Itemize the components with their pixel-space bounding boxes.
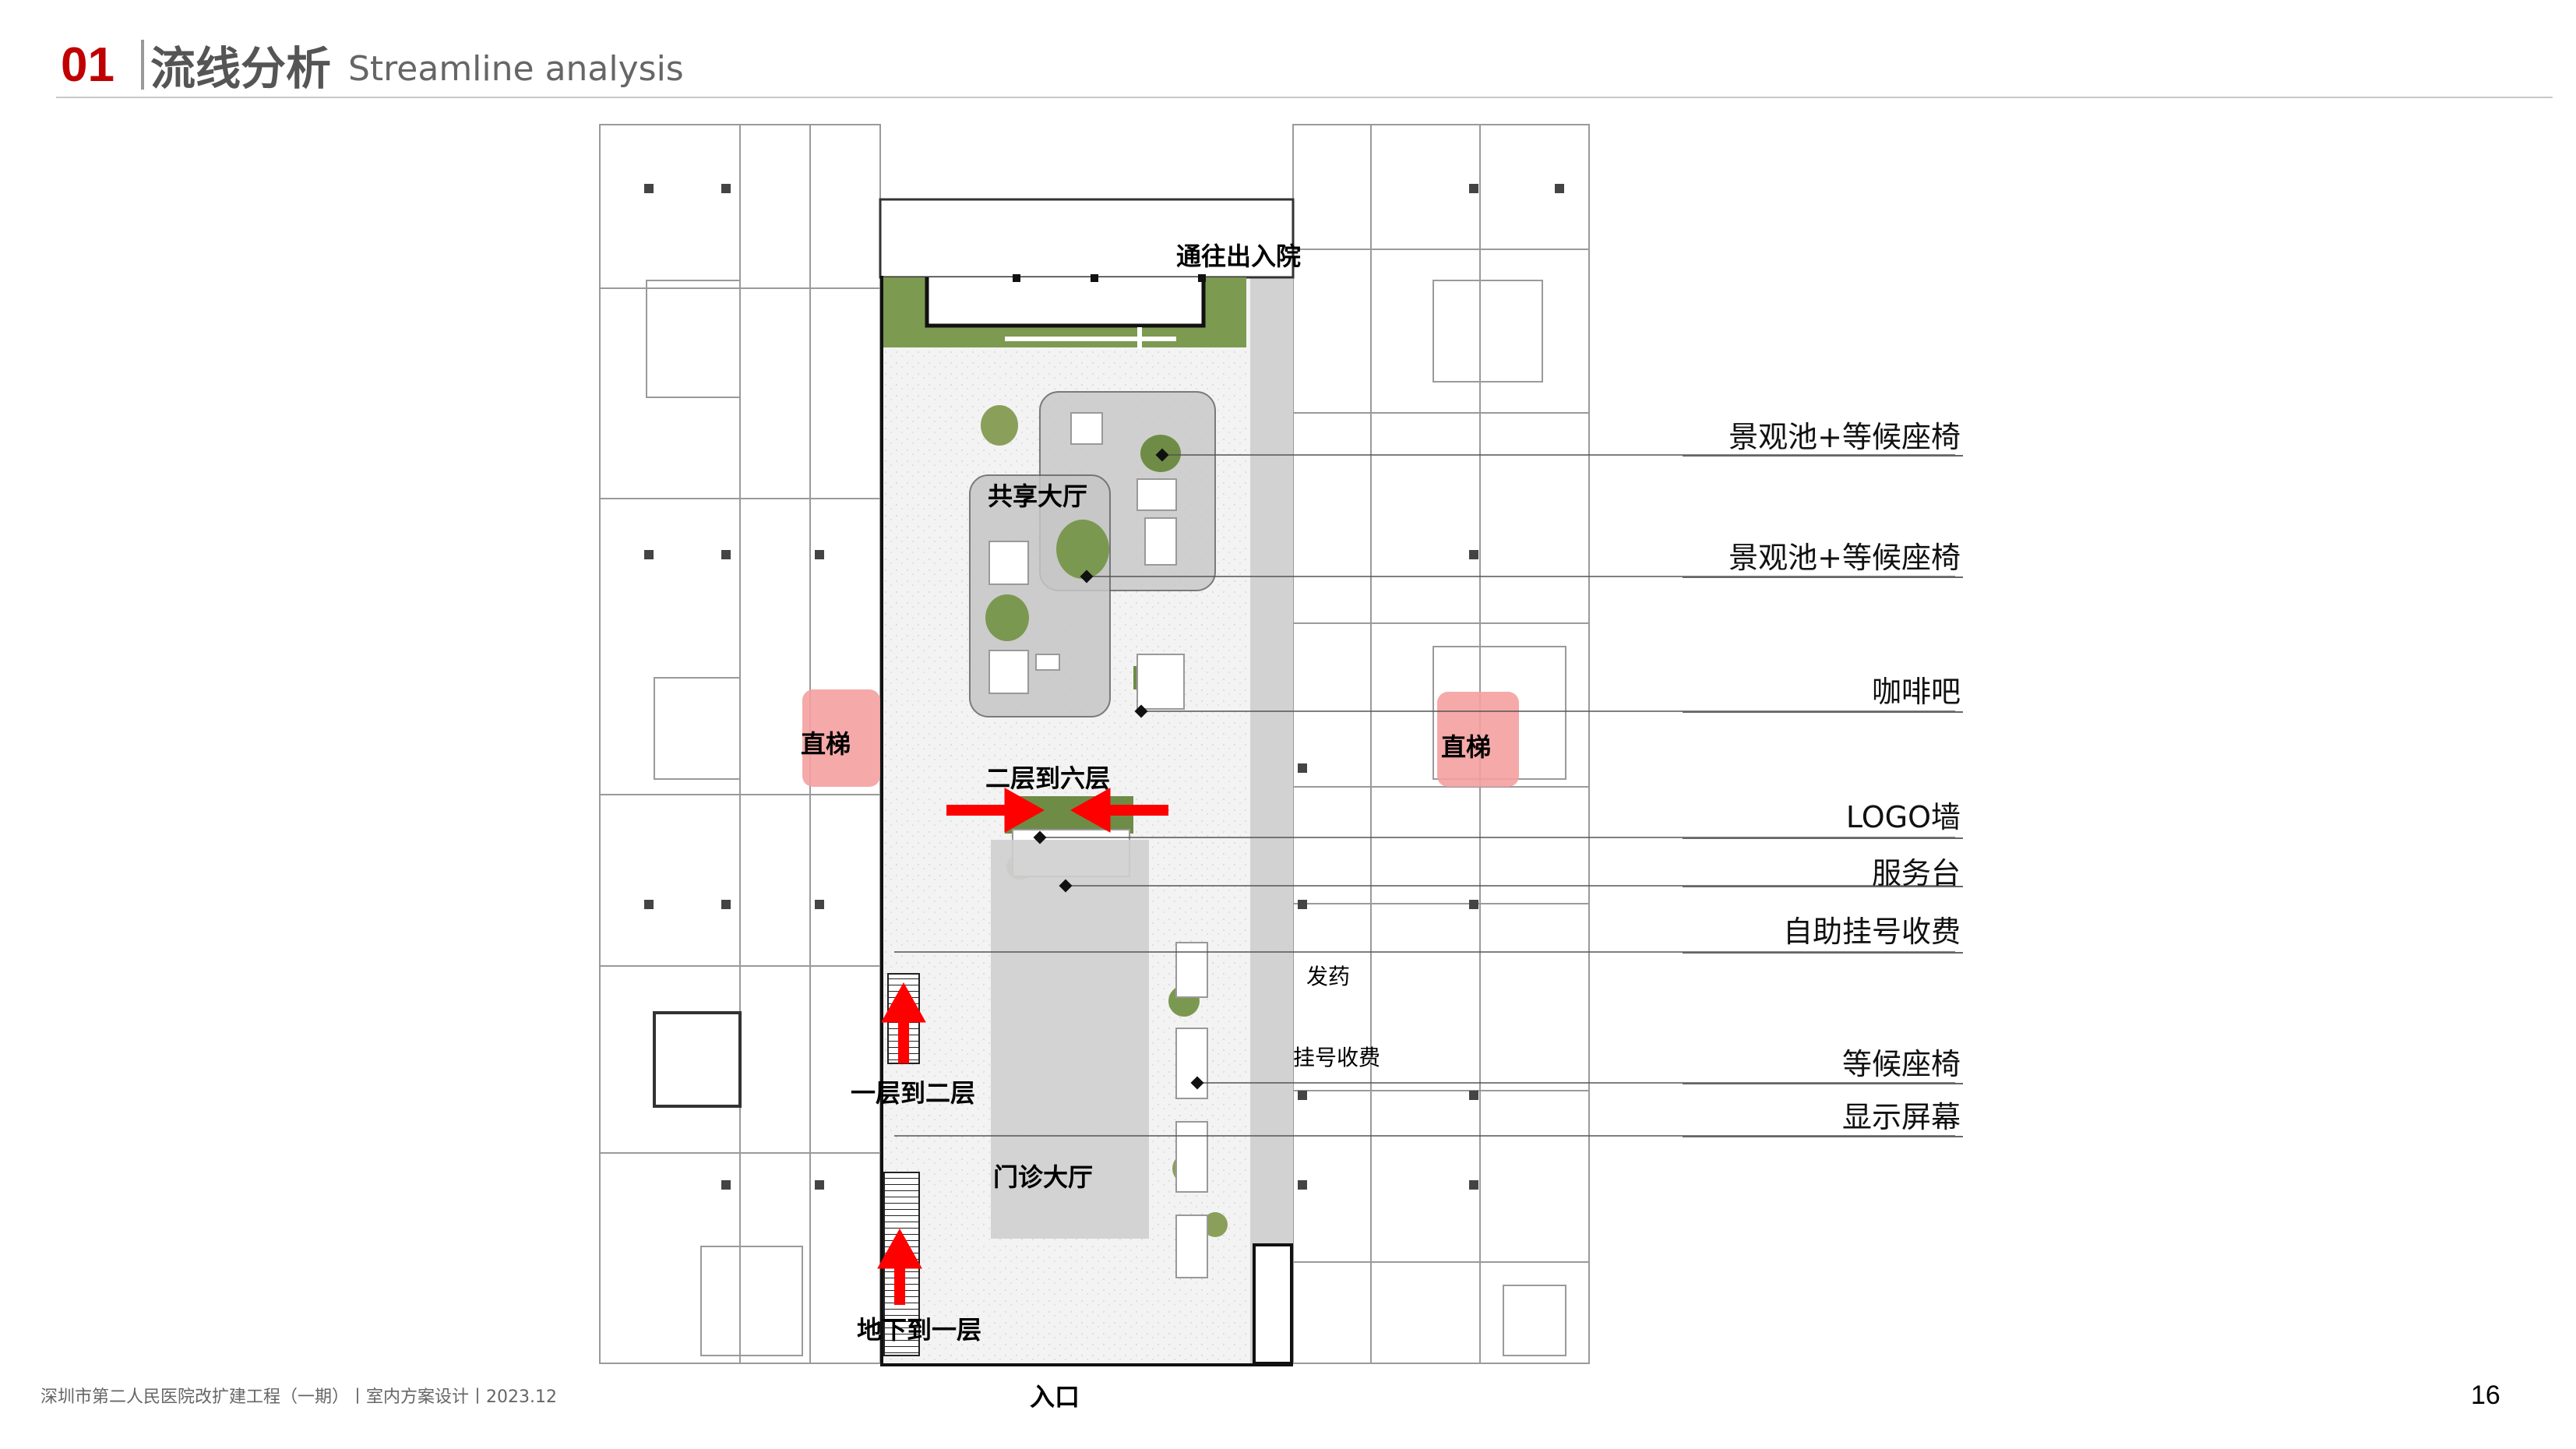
annotation-landscape-pool-1: 景观池+等候座椅 xyxy=(1728,420,1961,454)
label-floor-2-to-6: 二层到六层 xyxy=(985,763,1111,793)
annotation-logo-wall: LOGO墙 xyxy=(1845,800,1961,834)
annotation-cafe: 咖啡吧 xyxy=(1871,675,1961,709)
annotation-landscape-pool-2: 景观池+等候座椅 xyxy=(1728,541,1961,575)
label-to-inpatient: 通往出入院 xyxy=(1176,242,1302,271)
columns xyxy=(644,184,1564,1190)
annotation-self-service: 自助挂号收费 xyxy=(1782,915,1961,949)
annotation-rule xyxy=(1683,576,1963,578)
annotation-rule xyxy=(1683,952,1963,954)
label-dispensary: 发药 xyxy=(1306,964,1351,989)
label-elevator-left: 直梯 xyxy=(801,729,851,759)
annotation-rule xyxy=(1683,1136,1963,1137)
outpatient-zone xyxy=(991,840,1149,1239)
label-entrance: 入口 xyxy=(1030,1382,1080,1412)
title-chinese: 流线分析 xyxy=(150,42,331,95)
annotation-rule xyxy=(1683,455,1963,457)
title-divider xyxy=(140,40,144,90)
leader-dots xyxy=(1033,448,1204,1090)
label-outpatient-hall: 门诊大厅 xyxy=(993,1162,1094,1192)
stair-core xyxy=(1253,1243,1293,1365)
label-elevator-right: 直梯 xyxy=(1441,732,1492,762)
slide-header: 01 流线分析 Streamline analysis xyxy=(61,30,684,100)
label-basement-to-1: 地下到一层 xyxy=(857,1315,982,1345)
corridor-strip xyxy=(1250,276,1293,1363)
flow-arrows xyxy=(877,788,1168,1305)
annotation-rule xyxy=(1683,1083,1963,1084)
elevator-right-highlight xyxy=(1437,692,1519,787)
section-number: 01 xyxy=(61,37,115,92)
annotation-rule xyxy=(1683,711,1963,713)
right-wing xyxy=(1292,124,1590,1364)
header-rule xyxy=(56,97,2553,98)
annotation-rule xyxy=(1683,837,1963,839)
label-shared-hall: 共享大厅 xyxy=(988,481,1088,511)
annotation-waiting-seats: 等候座椅 xyxy=(1841,1047,1961,1081)
elevator-left-highlight xyxy=(802,689,880,787)
top-block xyxy=(879,198,1295,279)
page-number: 16 xyxy=(2471,1380,2500,1410)
label-floor-1-to-2: 一层到二层 xyxy=(851,1078,976,1108)
annotation-rule xyxy=(1683,886,1963,887)
label-registration: 挂号收费 xyxy=(1293,1045,1381,1070)
annotation-service-desk: 服务台 xyxy=(1871,856,1961,890)
annotation-display-screen: 显示屏幕 xyxy=(1841,1100,1961,1134)
footer-project: 深圳市第二人民医院改扩建工程（一期）丨室内方案设计丨2023.12 xyxy=(41,1387,557,1407)
title-english: Streamline analysis xyxy=(347,48,684,89)
